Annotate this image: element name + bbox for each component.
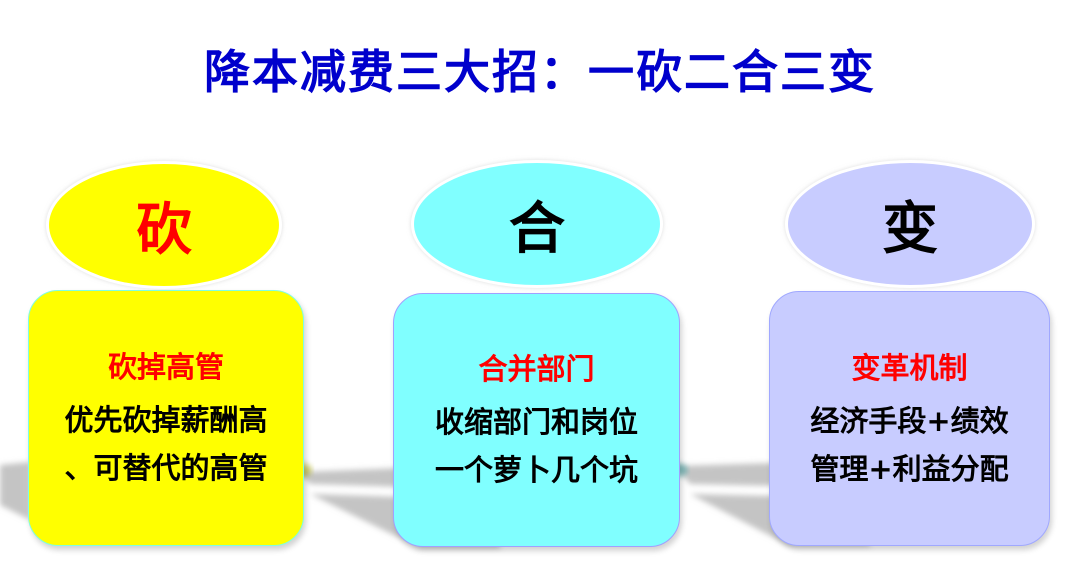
card-heading-bian: 变革机制	[851, 350, 968, 385]
card-heading-kan: 砍掉高管	[107, 350, 224, 384]
card-line: 管理+利益分配	[810, 451, 1009, 486]
card-bian: 变革机制 经济手段+绩效 管理+利益分配	[769, 291, 1050, 546]
ellipse-kan: 砍	[49, 164, 279, 286]
card-heading-he: 合并部门	[478, 352, 595, 386]
card-line: 收缩部门和岗位	[434, 405, 638, 439]
card-he: 合并部门 收缩部门和岗位 一个萝卜几个坑	[393, 293, 680, 547]
card-kan: 砍掉高管 优先砍掉薪酬高 、可替代的高管	[28, 290, 304, 546]
card-line: 、可替代的高管	[64, 451, 268, 485]
card-line: 一个萝卜几个坑	[434, 453, 638, 487]
ellipse-label-bian: 变	[882, 196, 938, 262]
page-title: 降本减费三大招：一砍二合三变	[204, 45, 876, 99]
card-line: 优先砍掉薪酬高	[64, 403, 268, 437]
card-line: 经济手段+绩效	[810, 403, 1009, 438]
ellipse-label-kan: 砍	[136, 197, 192, 263]
ellipse-label-he: 合	[509, 196, 565, 262]
ellipse-bian: 变	[788, 163, 1032, 285]
ellipse-he: 合	[414, 163, 660, 285]
